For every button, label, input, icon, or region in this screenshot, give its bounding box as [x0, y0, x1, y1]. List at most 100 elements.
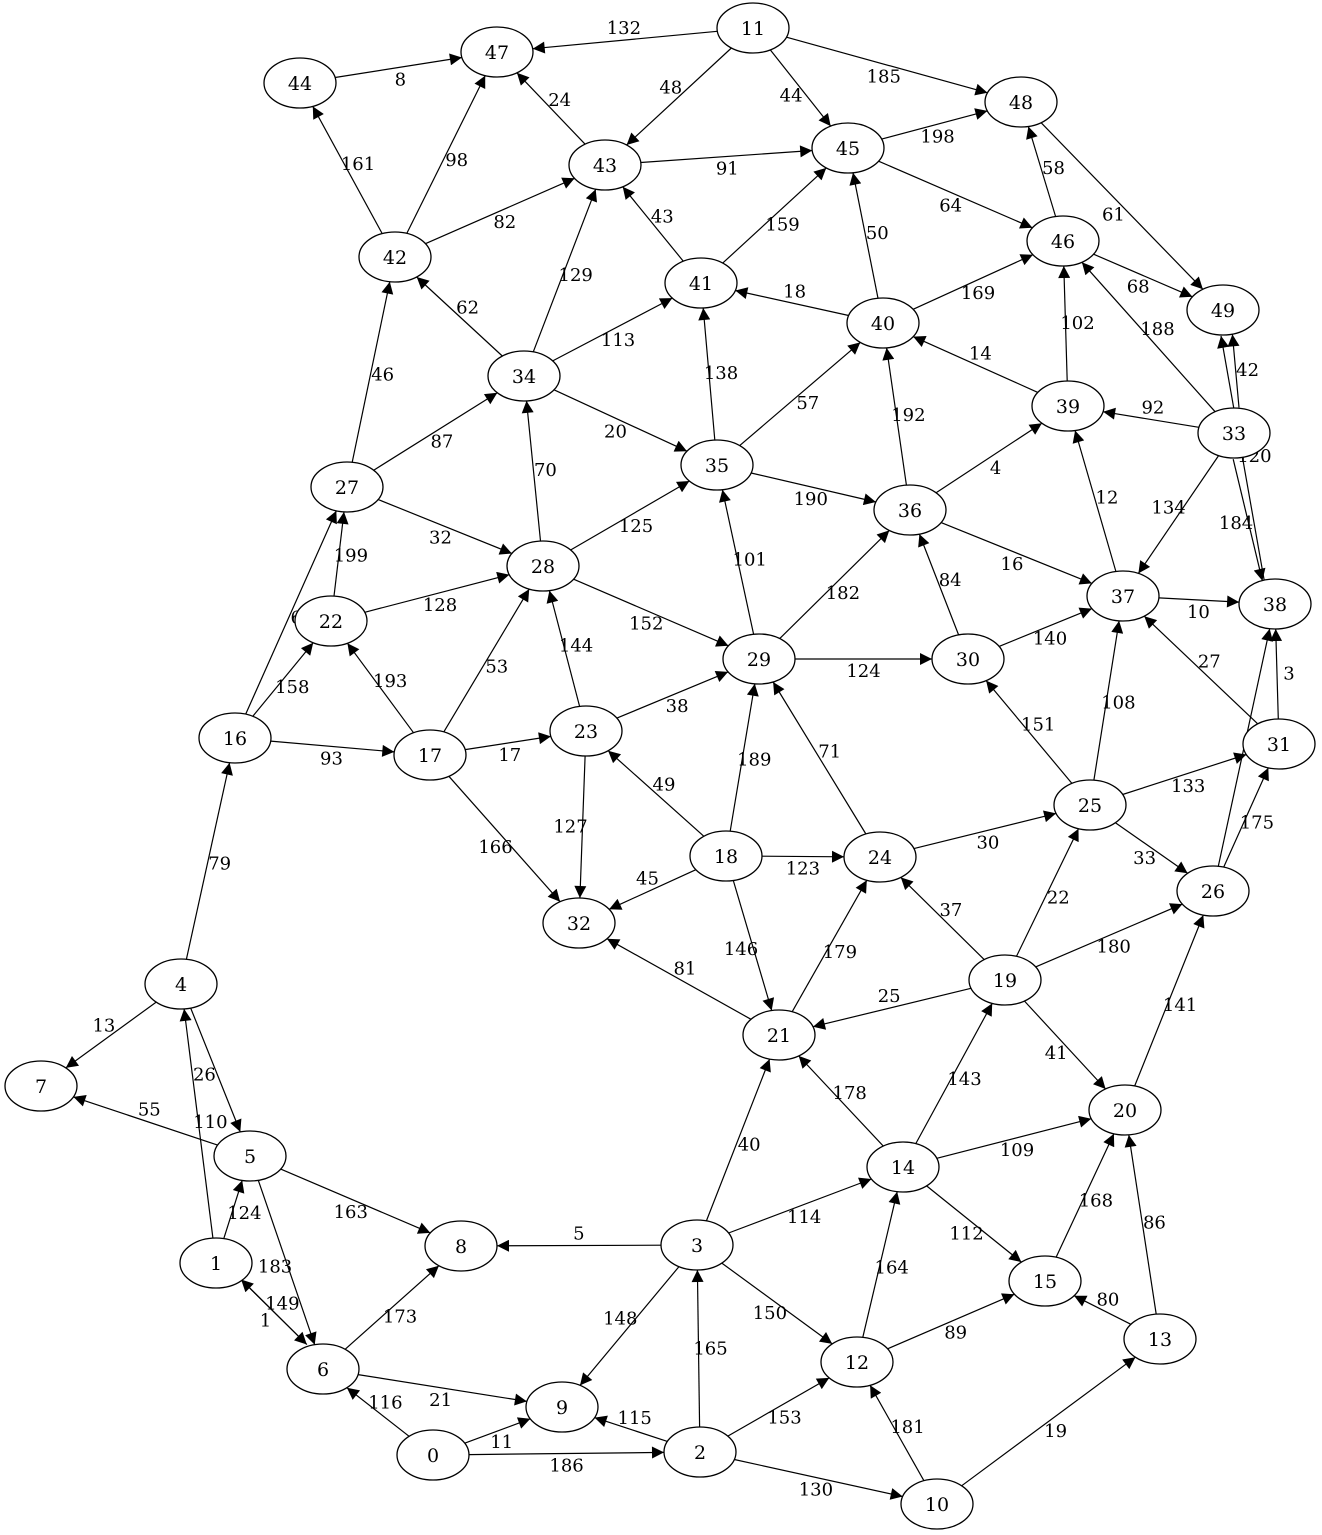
edge-line: [913, 810, 1057, 850]
edge-line: [786, 36, 988, 96]
node-label: 42: [383, 247, 407, 269]
edge-13-to-15: 80: [1073, 1289, 1132, 1325]
edge-11-to-48: 185: [786, 36, 988, 96]
edge-weight-label: 82: [493, 212, 516, 233]
edge-42-to-47: 98: [406, 75, 486, 234]
edge-41-to-43: 43: [622, 186, 684, 262]
edge-line: [594, 1415, 668, 1442]
node-13: 13: [1123, 1313, 1197, 1365]
edge-11-to-45: 44: [769, 49, 832, 127]
edge-weight-label: 21: [429, 1390, 452, 1411]
edge-15-to-20: 168: [1055, 1133, 1115, 1258]
edge-18-to-21: 146: [724, 880, 775, 1011]
edge-line: [358, 1374, 527, 1406]
edge-weight-label: 180: [1097, 937, 1131, 958]
edge-24-to-29: 71: [772, 681, 867, 835]
node-ellipse: [487, 350, 561, 402]
node-2: 2: [663, 1426, 737, 1478]
edge-line: [1227, 334, 1240, 408]
node-ellipse: [866, 1141, 940, 1193]
edge-line: [570, 480, 690, 551]
edge-line: [346, 1387, 410, 1437]
node-11: 11: [716, 2, 790, 54]
edge-33-to-38: 184: [1219, 459, 1266, 581]
edge-23-to-28: 144: [546, 590, 593, 707]
edge-10-to-13: 19: [961, 1356, 1136, 1487]
edge-line: [998, 607, 1093, 647]
edge-line: [1081, 261, 1216, 413]
edge-line: [915, 1003, 993, 1144]
edge-weight-label: 198: [920, 127, 954, 148]
node-45: 45: [811, 122, 885, 174]
node-23: 23: [549, 705, 623, 757]
edge-line: [1023, 1000, 1107, 1090]
edge-line: [574, 755, 587, 899]
edge-line: [1124, 1134, 1157, 1315]
edge-line: [65, 1001, 157, 1069]
edge-6-to-9: 21: [358, 1374, 527, 1411]
edge-weight-label: 186: [549, 1456, 583, 1477]
node-label: 20: [1113, 1100, 1137, 1122]
edge-6-to-8: 173: [344, 1265, 440, 1350]
edge-line: [465, 732, 551, 751]
edge-0-to-2: 186: [468, 1446, 665, 1477]
edge-40-to-41: 18: [735, 281, 849, 317]
edge-weight-label: 38: [666, 696, 689, 717]
node-label: 0: [427, 1445, 439, 1467]
edge-line: [1217, 335, 1265, 581]
edge-weight-label: 41: [1045, 1043, 1068, 1064]
edge-weight-label: 8: [395, 69, 406, 90]
node-ellipse: [424, 1220, 498, 1272]
edge-12-to-14: 164: [862, 1191, 909, 1338]
edge-weight-label: 123: [786, 859, 820, 880]
edge-43-to-45: 91: [640, 145, 813, 180]
edge-2-to-9: 115: [594, 1408, 668, 1442]
edge-5-to-7: 55: [73, 1095, 218, 1146]
edge-12-to-15: 89: [887, 1293, 1015, 1350]
edge-16-to-17: 93: [270, 740, 395, 770]
node-ellipse: [358, 231, 432, 283]
edge-33-to-39: 92: [1103, 398, 1199, 428]
node-label: 10: [925, 1494, 949, 1516]
edge-line: [552, 297, 673, 362]
edge-weight-label: 108: [1101, 692, 1135, 713]
node-43: 43: [568, 139, 642, 191]
edge-line: [622, 186, 684, 262]
edge-3-to-21: 40: [705, 1058, 771, 1222]
edge-line: [579, 1266, 680, 1386]
edge-line: [772, 681, 867, 835]
node-16: 16: [198, 712, 272, 764]
edge-14-to-15: 112: [926, 1185, 1022, 1263]
edge-weight-label: 50: [866, 223, 889, 244]
edge-line: [735, 287, 849, 317]
node-label: 5: [244, 1146, 256, 1168]
edge-weight-label: 68: [1127, 277, 1150, 298]
edge-44-to-47: 8: [335, 53, 462, 90]
edge-line: [698, 307, 716, 441]
edge-line: [769, 49, 832, 127]
node-ellipse: [931, 633, 1005, 685]
edge-weight-label: 92: [1141, 398, 1164, 419]
edge-19-to-24: 37: [900, 876, 985, 961]
edge-line: [608, 869, 697, 910]
edge-line: [721, 1262, 833, 1345]
node-40: 40: [846, 297, 920, 349]
edge-line: [926, 1185, 1022, 1263]
node-ellipse: [310, 461, 384, 513]
edge-line: [1073, 1295, 1132, 1325]
edge-45-to-48: 198: [881, 108, 988, 148]
edge-weight-label: 116: [368, 1393, 402, 1414]
edge-line: [729, 683, 759, 832]
node-ellipse: [1197, 407, 1271, 459]
edge-line: [252, 642, 314, 717]
edge-28-to-35: 125: [570, 480, 690, 551]
edge-weight-label: 44: [780, 85, 803, 106]
node-ellipse: [820, 1336, 894, 1388]
edge-line: [1115, 822, 1188, 874]
edge-weight-label: 43: [651, 206, 674, 227]
edge-line: [691, 1269, 704, 1428]
edge-line: [185, 762, 233, 960]
node-29: 29: [722, 633, 796, 685]
edge-line: [443, 588, 530, 733]
node-ellipse: [663, 1426, 737, 1478]
